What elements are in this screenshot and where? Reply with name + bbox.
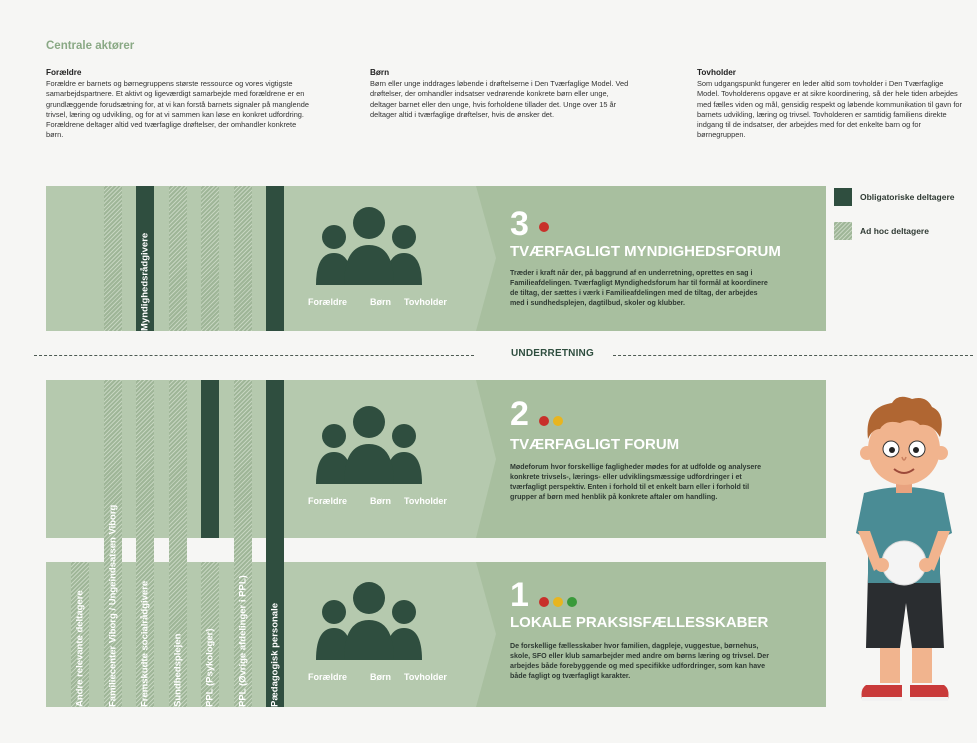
- people-label: Forældre: [308, 496, 348, 506]
- people-label: Tovholder: [404, 672, 447, 682]
- level-3-title: TVÆRFAGLIGT MYNDIGHEDSFORUM: [510, 243, 781, 260]
- actor-text: Børn eller unge inddrages løbende i drøf…: [370, 79, 629, 119]
- people-label: Børn: [370, 496, 391, 506]
- level-1-dot-red: [539, 597, 549, 607]
- boy-illustration: [856, 396, 952, 701]
- actor-title: Tovholder: [697, 68, 736, 77]
- level-1-description: De forskellige fællesskaber hvor familie…: [510, 642, 770, 680]
- column-ppl-psykologer: [201, 380, 219, 538]
- people-label: Forældre: [308, 672, 348, 682]
- people-icon: [316, 582, 422, 660]
- people-label: Børn: [370, 297, 391, 307]
- people-label: Forældre: [308, 297, 348, 307]
- people-icon: [316, 207, 422, 285]
- level-3-panel: [476, 186, 826, 331]
- divider-line-right: [613, 355, 973, 356]
- actor-title: Børn: [370, 68, 390, 77]
- level-2-panel: [476, 380, 826, 538]
- column-label: PPL (Øvrige afdelinger i PPL): [237, 575, 249, 707]
- column-ppl-oevrige: [234, 380, 252, 707]
- level-1-dot-yellow: [553, 597, 563, 607]
- level-1-dot-green: [567, 597, 577, 607]
- level-2-title: TVÆRFAGLIGT FORUM: [510, 436, 680, 453]
- people-icon: [316, 406, 422, 484]
- column-label: Fremskudte socialrådgivere: [139, 580, 151, 707]
- level-3-description: Træder i kraft når der, på baggrund af e…: [510, 269, 768, 307]
- column-label: Myndighedsrådgivere: [139, 232, 151, 331]
- level-2-description: Mødeforum hvor forskellige fagligheder m…: [510, 463, 762, 501]
- actor-boern: Børn Børn eller unge inddrages løbende i…: [370, 68, 632, 120]
- column-andre-relevante: [71, 562, 89, 707]
- actor-text: Forældre er barnets og børnegruppens stø…: [46, 79, 309, 140]
- level-1-title: LOKALE PRAKSISFÆLLESSKABER: [510, 614, 769, 631]
- column-label: Pædagogisk personale: [269, 602, 281, 707]
- column-label: Familiecenter Viborg / Ungeindsatsen Vib…: [107, 504, 119, 707]
- legend-swatch-adhoc: [834, 222, 852, 240]
- people-group-level-2: Forældre Børn Tovholder: [304, 404, 460, 524]
- people-label: Tovholder: [404, 297, 447, 307]
- column-label: Sundhedsplejen: [172, 633, 184, 707]
- column-ppl-oevrige: [234, 186, 252, 331]
- divider-line-left: [34, 355, 474, 356]
- column-paedagogisk-personale: [266, 380, 284, 707]
- legend-label: Obligatoriske deltagere: [860, 192, 955, 202]
- legend-swatch-obligatory: [834, 188, 852, 206]
- legend-label: Ad hoc deltagere: [860, 226, 929, 236]
- column-sundhedsplejen: [169, 380, 187, 707]
- section-title: Centrale aktører: [46, 40, 135, 52]
- column-label: Andre relevante deltagere: [74, 590, 86, 707]
- actor-title: Forældre: [46, 68, 82, 77]
- column-ppl-psykologer: [201, 562, 219, 707]
- level-3-dot-red: [539, 222, 549, 232]
- level-1-number: 1: [510, 576, 529, 614]
- column-familiecenter: [104, 186, 122, 331]
- column-sundhedsplejen: [169, 186, 187, 331]
- actor-text: Som udgangspunkt fungerer en leder altid…: [697, 79, 962, 140]
- column-myndighedsraadgivere: [136, 186, 154, 331]
- level-1-panel: [476, 562, 826, 707]
- level-2-dot-yellow: [553, 416, 563, 426]
- column-ppl-psykologer: [201, 186, 219, 331]
- people-group-level-3: Forældre Børn Tovholder: [304, 205, 460, 325]
- column-paedagogisk-personale: [266, 186, 284, 331]
- column-fremskudte: [136, 380, 154, 707]
- column-familiecenter: [104, 380, 122, 707]
- actor-tovholder: Tovholder Som udgangspunkt fungerer en l…: [697, 68, 965, 140]
- actor-foraeldre: Forældre Forældre er barnets og børnegru…: [46, 68, 314, 140]
- level-2-number: 2: [510, 395, 529, 433]
- level-2-dot-red: [539, 416, 549, 426]
- divider-label: UNDERRETNING: [511, 348, 594, 359]
- people-label: Tovholder: [404, 496, 447, 506]
- level-3-number: 3: [510, 205, 529, 243]
- people-label: Børn: [370, 672, 391, 682]
- people-group-level-1: Forældre Børn Tovholder: [304, 580, 460, 700]
- column-label: PPL (Psykologer): [204, 628, 216, 708]
